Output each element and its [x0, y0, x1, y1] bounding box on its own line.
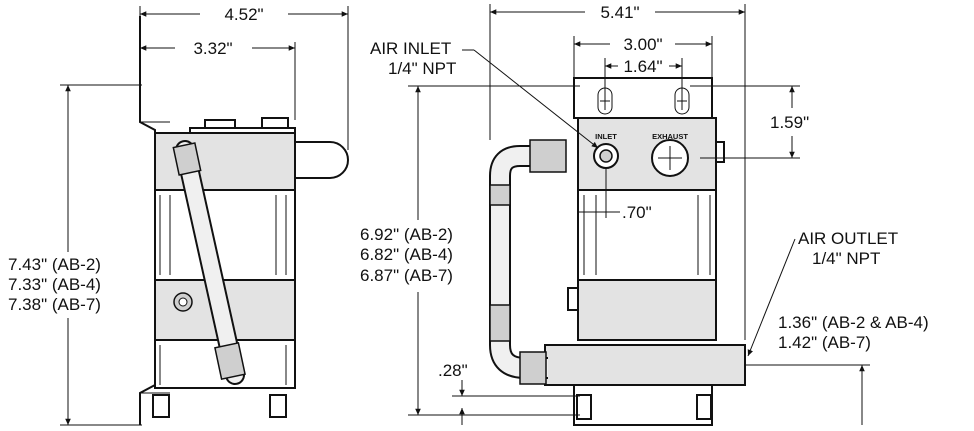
front-tube-fitting: [489, 184, 511, 206]
front-side-plug: [715, 141, 725, 163]
exhaust-port-label: EXHAUST: [652, 132, 688, 141]
slot-spacing-dimension: 1.64": [623, 57, 662, 76]
front-overall-width-dimension: 5.41": [600, 3, 639, 22]
side-muffler: [294, 141, 349, 179]
front-height-ab7: 6.87" (AB-7): [360, 266, 453, 285]
front-tube-fitting: [489, 304, 511, 342]
side-tube-fitting: [172, 142, 202, 176]
front-bracket-top: [573, 77, 713, 119]
front-bracket-bottom: [573, 384, 713, 426]
side-bracket-width-dimension: 3.32": [193, 39, 232, 58]
outlet-block: [544, 344, 746, 386]
port-offset-dimension: .70": [622, 203, 652, 222]
outlet-height-ab2-ab4: 1.36" (AB-2 & AB-4): [778, 313, 929, 332]
side-rod-frame: [154, 189, 296, 281]
bottom-offset-dimension: .28": [438, 361, 468, 380]
front-side-plug: [567, 287, 579, 311]
front-tube-fitting: [529, 139, 567, 173]
side-height-ab2: 7.43" (AB-2): [8, 255, 101, 274]
side-height-ab4: 7.33" (AB-4): [8, 275, 101, 294]
side-overall-width-dimension: 4.52": [224, 5, 263, 24]
front-view: INLET EXHAUST 5.41": [360, 3, 929, 426]
front-bracket-width-dimension: 3.00": [623, 35, 662, 54]
side-height-ab7: 7.38" (AB-7): [8, 295, 101, 314]
air-inlet-label-line2: 1/4" NPT: [388, 59, 456, 78]
front-lower-block: [577, 279, 717, 341]
front-height-ab4: 6.82" (AB-4): [360, 245, 453, 264]
side-foot: [152, 394, 170, 418]
side-view: 4.52" 3.32" 7.43" (AB-2) 7.33" (AB-4) 7.…: [8, 5, 349, 426]
front-rod-frame: [577, 189, 717, 281]
outlet-height-ab7: 1.42" (AB-7): [778, 333, 871, 352]
side-foot: [269, 394, 287, 418]
side-tube-fitting: [214, 341, 246, 381]
air-inlet-label-line1: AIR INLET: [370, 39, 451, 58]
air-outlet-label-line2: 1/4" NPT: [812, 249, 880, 268]
side-bracket: [139, 16, 156, 425]
air-outlet-leader: [747, 238, 796, 357]
inlet-port-label: INLET: [595, 132, 617, 141]
port-height-dimension: 1.59": [770, 113, 809, 132]
front-foot: [696, 394, 712, 420]
front-tube-fitting: [519, 351, 547, 385]
front-foot: [576, 394, 592, 420]
air-outlet-label-line1: AIR OUTLET: [798, 229, 898, 248]
front-height-ab2: 6.92" (AB-2): [360, 225, 453, 244]
